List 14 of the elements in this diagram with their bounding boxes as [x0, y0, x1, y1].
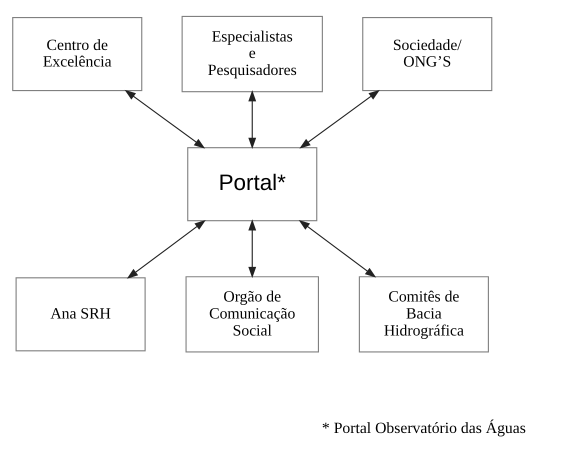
node-box: Comitês de Bacia Hidrográfica	[358, 276, 489, 352]
node-box: Ana SRH	[16, 277, 146, 352]
node-box: Centro de Excelência	[12, 17, 142, 92]
node-box: Orgão de Comunicação Social	[186, 276, 319, 352]
arrow	[124, 90, 206, 149]
label: * Portal Observatório das Águas	[322, 420, 526, 437]
arrow	[248, 219, 256, 278]
node-box: Especialistas e Pesquisadores	[182, 16, 323, 92]
arrow	[298, 220, 376, 278]
arrow	[248, 90, 256, 149]
arrow	[299, 90, 380, 149]
node-box: Sociedade/ ONG’S	[362, 17, 492, 92]
arrow	[126, 220, 206, 279]
node-box: Portal*	[187, 147, 318, 222]
